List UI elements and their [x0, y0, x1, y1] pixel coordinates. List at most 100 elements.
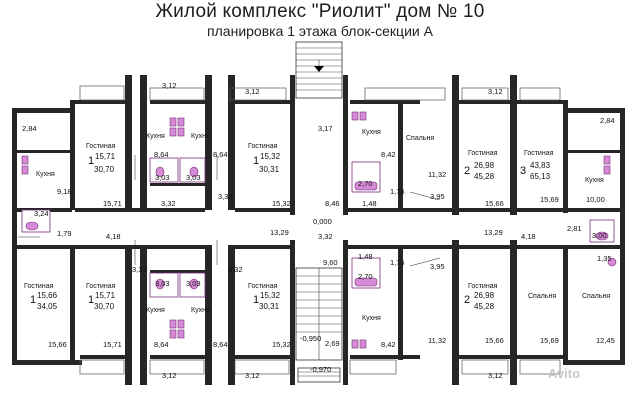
- dimension: 3,12: [488, 371, 503, 380]
- room-label-gostinaya: Гостиная: [86, 143, 116, 150]
- dimension: 3,12: [245, 371, 260, 380]
- apartment-living-area: 15,71: [95, 291, 116, 300]
- apartment-living-area: 15,71: [95, 152, 116, 161]
- plan-subtitle: планировка 1 этажа блок-секции А: [207, 23, 433, 39]
- dimension: 3,95: [430, 192, 445, 201]
- room-label-kukhnya: Кухня: [362, 315, 381, 322]
- apartment-living-area: 15,66: [37, 291, 58, 300]
- dimension: 3,32: [318, 232, 333, 241]
- apartment-rooms: 3: [520, 165, 526, 177]
- dimension: 0,000: [313, 217, 332, 226]
- apartment-rooms: 1: [88, 294, 94, 306]
- dimension: 8,64: [154, 340, 169, 349]
- dimension: 8,42: [381, 150, 396, 159]
- apartment-rooms: 1: [253, 155, 259, 167]
- dimension: 3,24: [34, 209, 49, 218]
- dimension: 2,70: [358, 272, 373, 281]
- dimension: 3,95: [430, 262, 445, 271]
- apartment-rooms: 1: [88, 155, 94, 167]
- room-label-spalnya: Спальня: [528, 293, 556, 300]
- dimension: 2,70: [358, 179, 373, 188]
- dimension: 15,66: [485, 199, 504, 208]
- apartment-rooms: 2: [464, 294, 470, 306]
- dimension: 3,12: [162, 371, 177, 380]
- room-label-spalnya: Спальня: [406, 135, 434, 142]
- dimension: 3,32: [228, 265, 243, 274]
- room-label-kukhnya: Кухня: [191, 307, 210, 314]
- dimension: 8,42: [381, 340, 396, 349]
- dimension: 15,69: [540, 336, 559, 345]
- dimension: -0,950: [300, 334, 321, 343]
- room-label-gostinaya: Гостиная: [24, 283, 54, 290]
- room-label-gostinaya: Гостиная: [468, 150, 498, 157]
- dimension: 2,84: [22, 124, 37, 133]
- apartment-total-area: 45,28: [474, 302, 495, 311]
- dimension: 4,18: [521, 232, 536, 241]
- apartment-living-area: 26,98: [474, 291, 495, 300]
- dimension: 8,64: [213, 150, 228, 159]
- dimension: 9,18: [57, 187, 72, 196]
- dimension: 2,81: [567, 224, 582, 233]
- dimension: 3,03: [155, 279, 170, 288]
- dimension: 3,32: [218, 192, 233, 201]
- apartment-total-area: 65,13: [530, 172, 551, 181]
- watermark: Avito: [548, 366, 581, 381]
- bathroom-fixtures: [21, 111, 617, 349]
- dimension: 3,17: [318, 124, 333, 133]
- dimension-labels: 3,12 3,12 3,12 2,84 2,84 8,64 8,64 3,03 …: [22, 81, 615, 380]
- dimension: 15,66: [485, 336, 504, 345]
- staircase: [295, 41, 343, 383]
- apartment-total-area: 30,31: [259, 302, 280, 311]
- dimension: 11,32: [428, 336, 446, 345]
- dimension-leaders: [18, 155, 441, 267]
- dimension: 1,75: [390, 187, 405, 196]
- dimension: 15,71: [103, 199, 122, 208]
- room-label-gostinaya: Гостиная: [468, 283, 498, 290]
- apartment-living-area: 15,32: [260, 291, 281, 300]
- dimension: 11,32: [428, 170, 446, 179]
- dimension: 8,46: [325, 199, 340, 208]
- balconies: [79, 85, 561, 375]
- dimension: 3,03: [186, 173, 201, 182]
- apartment-total-area: 34,05: [37, 302, 58, 311]
- dimension: 3,12: [245, 87, 260, 96]
- room-label-gostinaya: Гостиная: [86, 283, 116, 290]
- dimension: 12,45: [596, 336, 615, 345]
- apartment-total-area: 30,70: [94, 302, 115, 311]
- dimension: 1,48: [358, 252, 373, 261]
- room-label-kukhnya: Кухня: [146, 307, 165, 314]
- dimension: 8,64: [213, 340, 228, 349]
- dimension: 1,79: [57, 229, 72, 238]
- dimension: 1,75: [390, 258, 405, 267]
- dimension: 15,32: [272, 199, 291, 208]
- dimension: 3,12: [488, 87, 503, 96]
- dimension: 8,64: [154, 150, 169, 159]
- dimension: 2,84: [600, 116, 615, 125]
- dimension: 13,29: [484, 228, 503, 237]
- dimension: 3,12: [162, 81, 177, 90]
- room-label-gostinaya: Гостиная: [524, 150, 554, 157]
- dimension: 3,32: [161, 199, 176, 208]
- room-label-gostinaya: Гостиная: [248, 283, 278, 290]
- room-labels: Гостиная Кухня Кухня Гостиная Кухня Спал…: [24, 129, 610, 322]
- apartment-total-area: 30,70: [94, 165, 115, 174]
- dimension: 13,29: [270, 228, 289, 237]
- dimension: 2,69: [325, 339, 340, 348]
- dimension: 3,03: [155, 173, 170, 182]
- dimension: 1,48: [362, 199, 377, 208]
- room-label-kukhnya: Кухня: [362, 129, 381, 136]
- apartment-living-area: 43,83: [530, 161, 551, 170]
- dimension: 15,69: [540, 195, 559, 204]
- apartment-rooms: 1: [253, 294, 259, 306]
- apartment-rooms: 2: [464, 165, 470, 177]
- apartment-living-area: 26,98: [474, 161, 495, 170]
- room-label-gostinaya: Гостиная: [248, 143, 278, 150]
- room-label-kukhnya: Кухня: [191, 133, 210, 140]
- apartment-living-area: 15,32: [260, 152, 281, 161]
- dimension: 4,18: [106, 232, 121, 241]
- room-label-kukhnya: Кухня: [585, 177, 604, 184]
- room-label-kukhnya: Кухня: [146, 133, 165, 140]
- room-label-spalnya: Спальня: [582, 293, 610, 300]
- dimension: 3,32: [132, 265, 147, 274]
